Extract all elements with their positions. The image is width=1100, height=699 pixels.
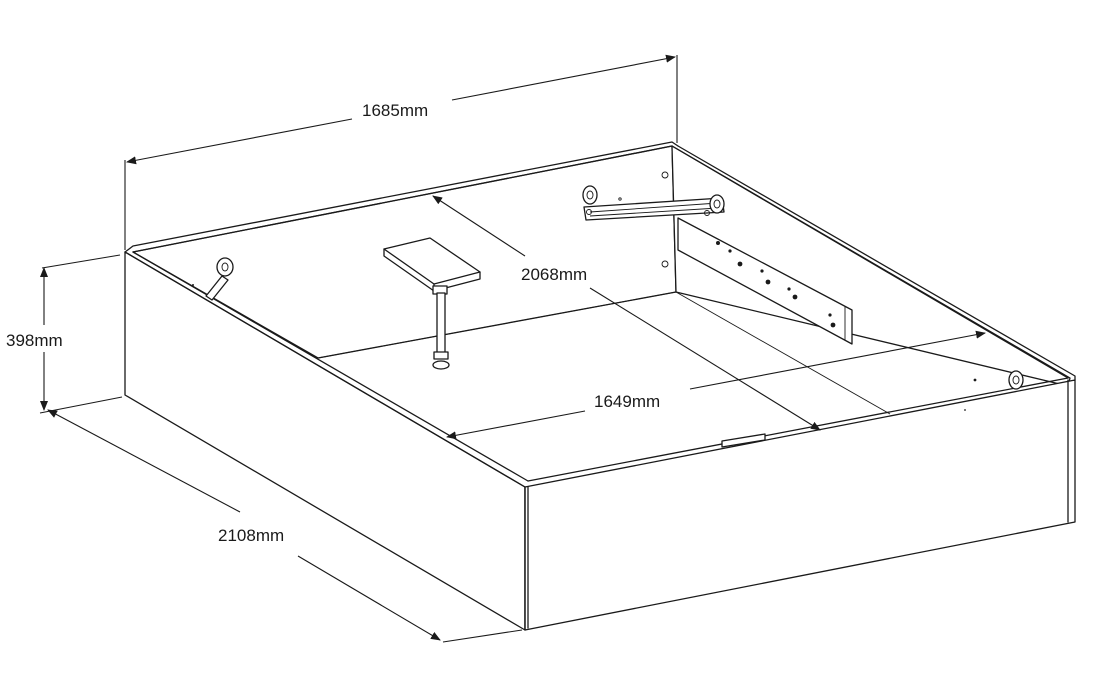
width-label: 1685mm	[362, 101, 428, 120]
inner-length-label: 2068mm	[521, 265, 587, 284]
inner-width-label: 1649mm	[594, 392, 660, 411]
lift-handle	[721, 433, 766, 448]
right-hinge	[964, 370, 1024, 411]
outer-length-label: 2108mm	[218, 526, 284, 545]
lift-mechanism	[582, 171, 853, 345]
dimension-inner-length	[432, 195, 821, 431]
height-label: 398mm	[6, 331, 63, 350]
left-hinge	[192, 257, 234, 301]
dimension-width-top	[124, 54, 678, 250]
dimension-inner-width	[446, 330, 986, 440]
center-support-leg	[383, 237, 481, 370]
rail-holes	[716, 241, 836, 328]
bed-frame	[124, 141, 1076, 631]
dimension-outer-length	[47, 409, 523, 643]
